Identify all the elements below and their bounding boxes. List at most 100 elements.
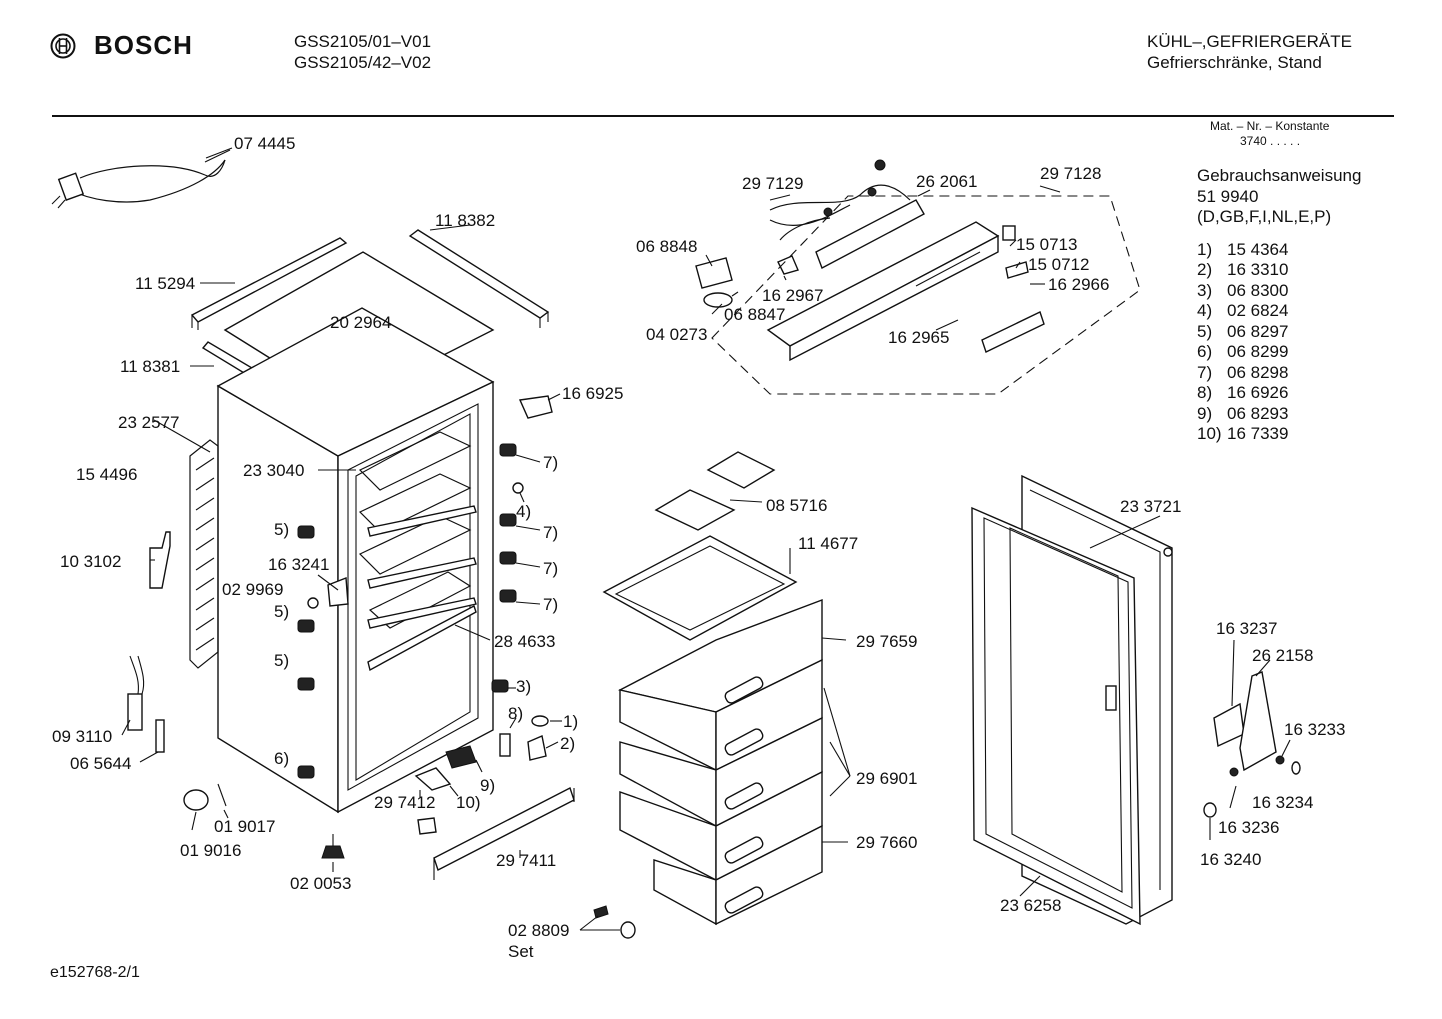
reference-marker: 5) <box>274 602 289 621</box>
power-cord-part <box>51 149 231 209</box>
part-label: 11 4677 <box>798 534 858 553</box>
part-label: 06 8848 <box>636 237 697 256</box>
konstante-value: 3740 . . . . . <box>1240 134 1301 148</box>
category-subtitle: Gefrierschränke, Stand <box>1147 53 1322 72</box>
part-label: 04 0273 <box>646 325 707 344</box>
reference-marker: 5) <box>274 520 289 539</box>
part-label: 16 3240 <box>1200 850 1261 869</box>
glass-shelf-part <box>602 535 798 641</box>
part-label: 29 7128 <box>1040 164 1101 183</box>
part-label: 29 7659 <box>856 632 917 651</box>
part-label: 09 3110 <box>52 727 112 746</box>
control-board-part <box>815 199 925 269</box>
list-item: 1)15 4364 <box>1197 239 1289 259</box>
part-label: 11 8382 <box>435 211 495 230</box>
leader-lines <box>121 147 1291 931</box>
door-part <box>971 474 1173 926</box>
model-list: GSS2105/01–V01 GSS2105/42–V02 <box>294 31 431 73</box>
category-title: KÜHL–,GEFRIERGERÄTE <box>1147 32 1352 51</box>
part-label: 29 7412 <box>374 793 435 812</box>
part-label: 23 2577 <box>118 413 179 432</box>
part-label: 20 2964 <box>330 313 391 332</box>
reference-marker: 1) <box>563 712 578 731</box>
header-divider <box>52 115 1394 117</box>
small-bottom-parts <box>414 715 549 835</box>
list-item: 7)06 8298 <box>1197 362 1289 382</box>
part-label: 06 5644 <box>70 754 131 773</box>
part-label: 29 7660 <box>856 833 917 852</box>
part-label: 29 7129 <box>742 174 803 193</box>
drawing-id: e152768-2/1 <box>50 964 140 981</box>
list-item: 6)06 8299 <box>1197 342 1289 361</box>
kick-panel-part <box>433 787 575 880</box>
list-item: 4)02 6824 <box>1197 301 1289 320</box>
reference-marker: 2) <box>560 734 575 753</box>
cabinet-body <box>216 307 495 814</box>
brand-name: BOSCH <box>94 30 193 60</box>
part-label: 16 3233 <box>1284 720 1345 739</box>
part-label: 23 3040 <box>243 461 304 480</box>
part-label: 01 9016 <box>180 841 241 860</box>
reference-marker: 3) <box>516 677 531 696</box>
konstante-block: Mat. – Nr. – Konstante 3740 . . . . . <box>1210 119 1329 149</box>
part-label: 16 2966 <box>1048 275 1109 294</box>
reference-marker: 7) <box>543 595 558 614</box>
part-label: 23 6258 <box>1000 896 1061 915</box>
part-label: 16 6925 <box>562 384 623 403</box>
part-label: 16 3237 <box>1216 619 1277 638</box>
reference-marker: 10) <box>456 793 481 812</box>
hinge-part <box>1203 671 1301 818</box>
part-label: 11 8381 <box>120 357 180 376</box>
part-label: 02 8809 <box>508 921 569 940</box>
list-item: 5)06 8297 <box>1197 321 1289 341</box>
list-item: 2)16 3310 <box>1197 260 1289 279</box>
part-label: 02 9969 <box>222 580 283 599</box>
manual-block: Gebrauchsanweisung 51 9940 (D,GB,F,I,NL,… <box>1197 166 1361 445</box>
list-item: 8)16 6926 <box>1197 383 1289 402</box>
bosch-logo-icon <box>50 33 76 58</box>
list-item: 10)16 7339 <box>1197 424 1289 443</box>
part-label: 29 6901 <box>856 769 917 788</box>
reference-marker: 7) <box>543 523 558 542</box>
condenser-part <box>189 439 219 669</box>
manual-number: 51 9940 <box>1197 186 1259 206</box>
part-label: 16 2965 <box>888 328 949 347</box>
relay-part <box>695 255 799 308</box>
reference-marker: 7) <box>543 453 558 472</box>
model-number: GSS2105/01–V01 <box>294 32 432 51</box>
part-labels: 07 4445 11 8382 11 5294 20 2964 11 8381 … <box>52 134 1345 961</box>
evaporator-shelves <box>358 431 477 672</box>
reference-marker: 8) <box>508 704 523 723</box>
list-item: 3)06 8300 <box>1197 280 1289 300</box>
part-label: 02 0053 <box>290 874 351 893</box>
part-label: 15 4496 <box>76 465 137 484</box>
reference-list: 1)15 4364 2)16 3310 3)06 8300 4)02 6824 … <box>1197 240 1361 445</box>
part-label: 10 3102 <box>60 552 121 571</box>
part-label: 16 3241 <box>268 555 329 574</box>
part-label: 11 5294 <box>135 274 195 293</box>
part-label: 15 0713 <box>1016 235 1077 254</box>
freezer-drawers <box>617 598 823 926</box>
part-label: 26 2061 <box>916 172 977 191</box>
wiring-harness-part <box>769 159 911 241</box>
part-label: 23 3721 <box>1120 497 1181 516</box>
top-rail-part <box>408 229 550 328</box>
top-rail-part <box>190 237 348 330</box>
part-label: 26 2158 <box>1252 646 1313 665</box>
part-label: 16 3236 <box>1218 818 1279 837</box>
model-number: GSS2105/42–V02 <box>294 53 432 72</box>
drain-hose-part <box>149 531 171 589</box>
reference-marker: 5) <box>274 651 289 670</box>
part-label: 15 0712 <box>1028 255 1089 274</box>
reference-marker: 9) <box>480 776 495 795</box>
list-item: 9)06 8293 <box>1197 403 1289 423</box>
foot-parts <box>183 783 345 859</box>
assembly-boundary <box>711 195 1141 395</box>
clip-parts <box>297 395 553 779</box>
brand: BOSCH <box>50 30 193 61</box>
sensor-part <box>127 655 165 753</box>
manual-languages: (D,GB,F,I,NL,E,P) <box>1197 207 1332 226</box>
part-label: 06 8847 <box>724 305 785 324</box>
